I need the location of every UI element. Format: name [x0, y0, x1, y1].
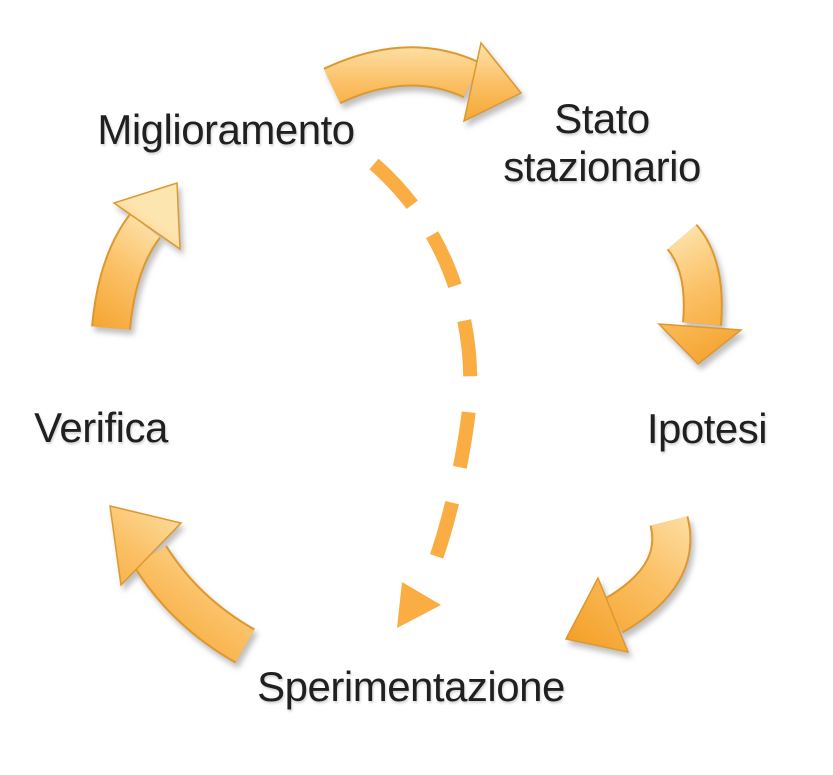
arrow-verifica-to-miglioramento	[91, 181, 181, 331]
arrow-sperimentazione-to-verifica	[109, 505, 256, 664]
arrow-stato-stazionario-to-ipotesi	[657, 223, 743, 366]
node-label-ipotesi: Ipotesi	[646, 405, 768, 452]
node-label-verifica: Verifica	[34, 404, 168, 451]
node-label-miglioramento: Miglioramento	[97, 106, 355, 153]
arrow-miglioramento-to-stato-stazionario	[323, 41, 523, 123]
node-label-sperimentazione: Sperimentazione	[257, 663, 565, 710]
node-label-stato-line2: stazionario	[503, 143, 701, 190]
dashed-shortcut-arrow	[369, 158, 478, 628]
dashed-arrowhead	[397, 582, 441, 628]
node-label-stato-line1: Stato	[554, 95, 650, 142]
node-label-stato-stazionario: Stato stazionario	[503, 95, 701, 191]
arrow-ipotesi-to-sperimentazione	[564, 516, 692, 654]
